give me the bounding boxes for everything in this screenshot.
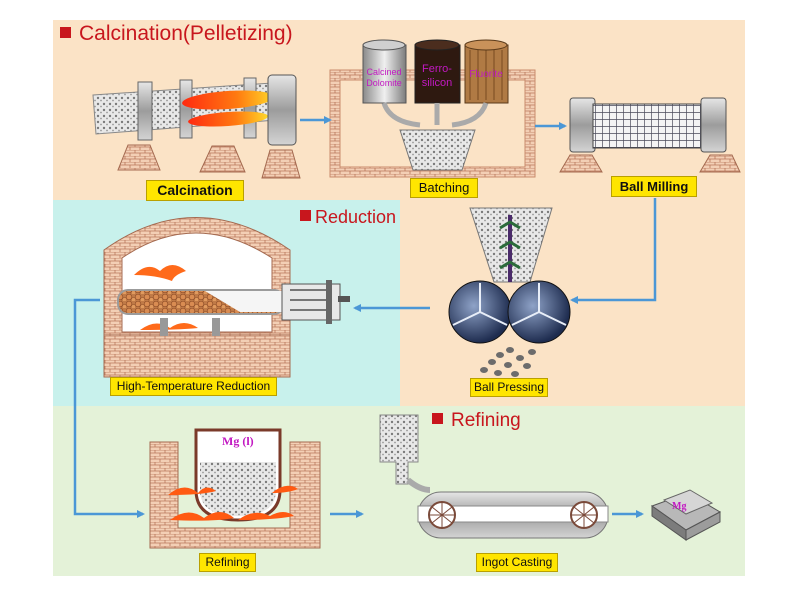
bin-dolomite-line2: Dolomite [366,78,402,88]
bin-dolomite-line1: Calcined [366,67,401,77]
ball-press [448,207,571,377]
step-label-refining: Refining [199,553,256,572]
red-square-icon [300,210,311,221]
reduction-section-title: Reduction [300,207,396,228]
bin-ferrosilicon-line1: Ferro- [422,63,452,75]
batching-unit [329,39,536,178]
step-label-calcination: Calcination [146,180,244,201]
ball-mill [559,97,741,173]
step-label-high-temp-reduction: High-Temperature Reduction [110,377,277,396]
red-square-icon [432,413,443,424]
step-label-ingot-casting: Ingot Casting [476,553,558,572]
arrow-milling-pressing [570,198,657,304]
step-label-ball-pressing: Ball Pressing [470,378,548,397]
step-label-ball-milling: Ball Milling [611,176,697,197]
ingot-label: Mg [672,501,686,512]
crucible-label: Mg (l) [222,434,254,448]
step-label-batching: Batching [410,178,478,198]
rotary-kiln [92,74,301,179]
calcination-section-title: Calcination(Pelletizing) [60,22,293,46]
bin-fluorite: Fluorite [469,69,503,80]
reduction-furnace [103,217,350,378]
bin-ferrosilicon-line2: silicon [422,77,453,89]
mg-ingots [650,489,722,541]
arrow-reduction-refining [73,298,145,518]
red-square-icon [60,27,71,38]
refining-section-title: Refining [432,410,521,432]
ingot-casting-machine [379,414,609,539]
refining-furnace [149,428,321,549]
